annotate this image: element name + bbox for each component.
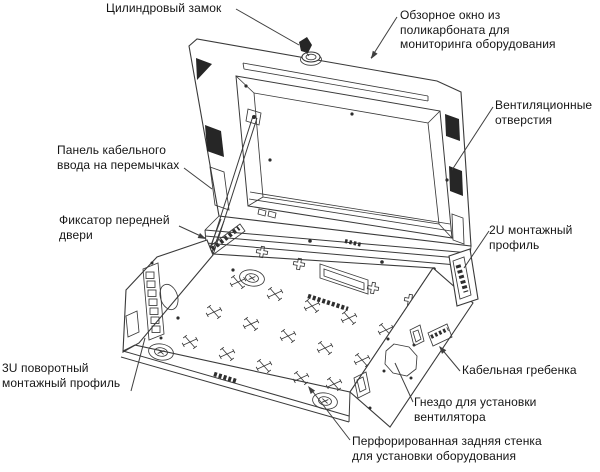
vent-cutout-right-1 xyxy=(445,114,460,141)
cable-comb-shape xyxy=(427,323,453,347)
vent-cutout-left-top xyxy=(196,58,212,80)
callout-front-door-retainer: Фиксатор передней двери xyxy=(59,213,170,242)
callout-cylinder-lock: Цилиндровый замок xyxy=(106,1,222,15)
callout-mounting-profile-3u: 3U поворотный монтажный профиль xyxy=(2,361,121,390)
mounting-profile-3u-shape xyxy=(142,262,165,341)
left-wall xyxy=(122,239,214,353)
mounting-profile-2u-shape xyxy=(448,248,479,307)
leader-viewing-window xyxy=(370,16,398,59)
lock-key xyxy=(299,37,312,53)
callout-mounting-profile-2u: 2U монтажный профиль xyxy=(489,223,573,252)
callout-ventilation-holes: Вентиляционные отверстия xyxy=(495,98,593,127)
door-stay xyxy=(192,108,262,295)
door-assembly xyxy=(188,37,472,247)
cable-entry-panel-shape xyxy=(209,166,230,211)
leader-lines xyxy=(130,8,494,441)
front-rail xyxy=(120,344,351,423)
callout-perforated-back-wall: Перфорированная задняя стенка для устано… xyxy=(352,434,542,463)
leader-cylinder-lock xyxy=(235,8,300,46)
leader-perforated-back-wall xyxy=(309,387,351,441)
base-assembly xyxy=(120,215,479,428)
leader-ventilation-holes xyxy=(451,106,494,171)
vent-cutout-right-2 xyxy=(449,166,463,196)
vent-cutout-left xyxy=(205,125,224,157)
callout-cable-comb: Кабельная гребенка xyxy=(462,363,577,377)
cylinder-lock-shape xyxy=(299,37,322,66)
callout-fan-socket: Гнездо для установки вентилятора xyxy=(414,395,537,424)
callout-viewing-window: Обзорное окно из поликарбоната для монит… xyxy=(400,8,556,51)
leader-mounting-profile-3u xyxy=(130,337,146,392)
leader-cable-entry-panel xyxy=(183,167,213,190)
fan-cutout xyxy=(384,343,418,377)
leader-fan-socket xyxy=(394,362,414,403)
right-wall xyxy=(349,267,474,428)
callout-cable-entry-panel: Панель кабельного ввода на перемычках xyxy=(57,143,180,172)
leader-mounting-profile-2u xyxy=(463,230,490,269)
